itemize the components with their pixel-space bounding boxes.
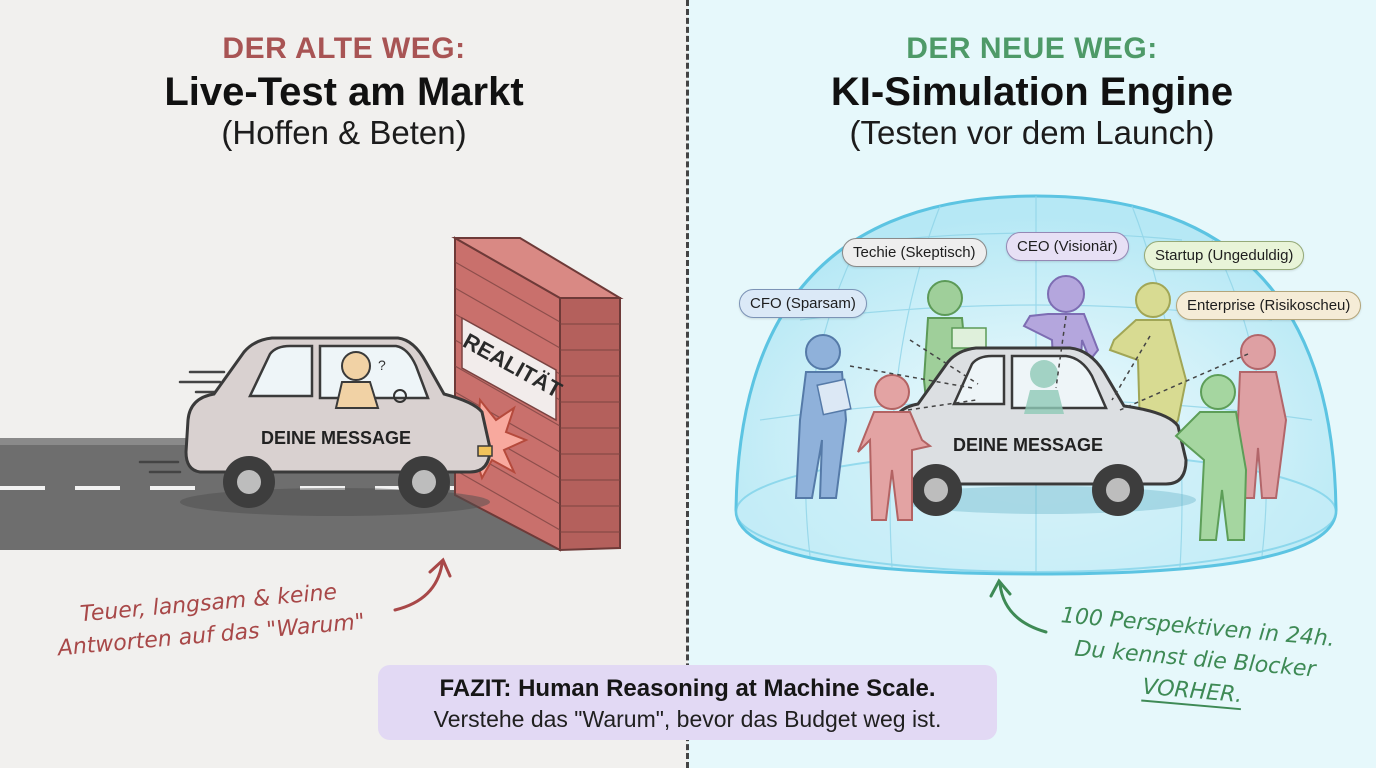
curved-arrow-up-icon	[393, 557, 452, 612]
person-cfo	[794, 334, 852, 499]
persona-label-techie: Techie (Skeptisch)	[842, 238, 987, 267]
old-way-kicker: DER ALTE WEG:	[222, 32, 466, 65]
fazit-headline: FAZIT: Human Reasoning at Machine Scale.	[439, 675, 936, 702]
old-way-subtitle: (Hoffen & Beten)	[221, 114, 467, 151]
old-car: ? DEINE MESSAGE	[184, 336, 493, 508]
perspective-arrows	[849, 315, 1249, 411]
new-way-note-line3: VORHER.	[1140, 674, 1244, 711]
curved-arrow-up-icon	[989, 578, 1048, 634]
question-mark-icon: ?	[378, 357, 386, 373]
persona-label-enterprise: Enterprise (Risikoscheu)	[1176, 291, 1362, 320]
new-way-subtitle: (Testen vor dem Launch)	[849, 114, 1215, 151]
old-way-illustration: REALITÄT ? DEINE MESSAGE	[0, 236, 624, 612]
fazit-body: Verstehe das "Warum", bevor das Budget w…	[433, 706, 942, 732]
persona-label-ceo: CEO (Visionär)	[1006, 232, 1129, 261]
person-analyst-red	[857, 374, 933, 521]
new-car-label: DEINE MESSAGE	[953, 435, 1103, 455]
person-mechanic-green	[1174, 374, 1248, 541]
dashed-divider	[686, 0, 689, 768]
person-enterprise	[1236, 334, 1288, 499]
new-way-title: KI-Simulation Engine	[830, 70, 1234, 114]
brick-wall: REALITÄT	[451, 236, 624, 552]
new-way-kicker: DER NEUE WEG:	[906, 32, 1158, 65]
persona-label-startup: Startup (Ungeduldig)	[1144, 241, 1305, 270]
fazit-box: FAZIT: Human Reasoning at Machine Scale.…	[378, 665, 997, 740]
new-car: DEINE MESSAGE	[888, 346, 1188, 516]
persona-label-cfo: CFO (Sparsam)	[739, 289, 867, 318]
old-car-label: DEINE MESSAGE	[261, 428, 411, 448]
person-startup	[1108, 282, 1188, 431]
old-way-panel: DER ALTE WEG: Live-Test am Markt (Hoffen…	[0, 32, 624, 662]
old-way-title: Live-Test am Markt	[164, 70, 524, 114]
